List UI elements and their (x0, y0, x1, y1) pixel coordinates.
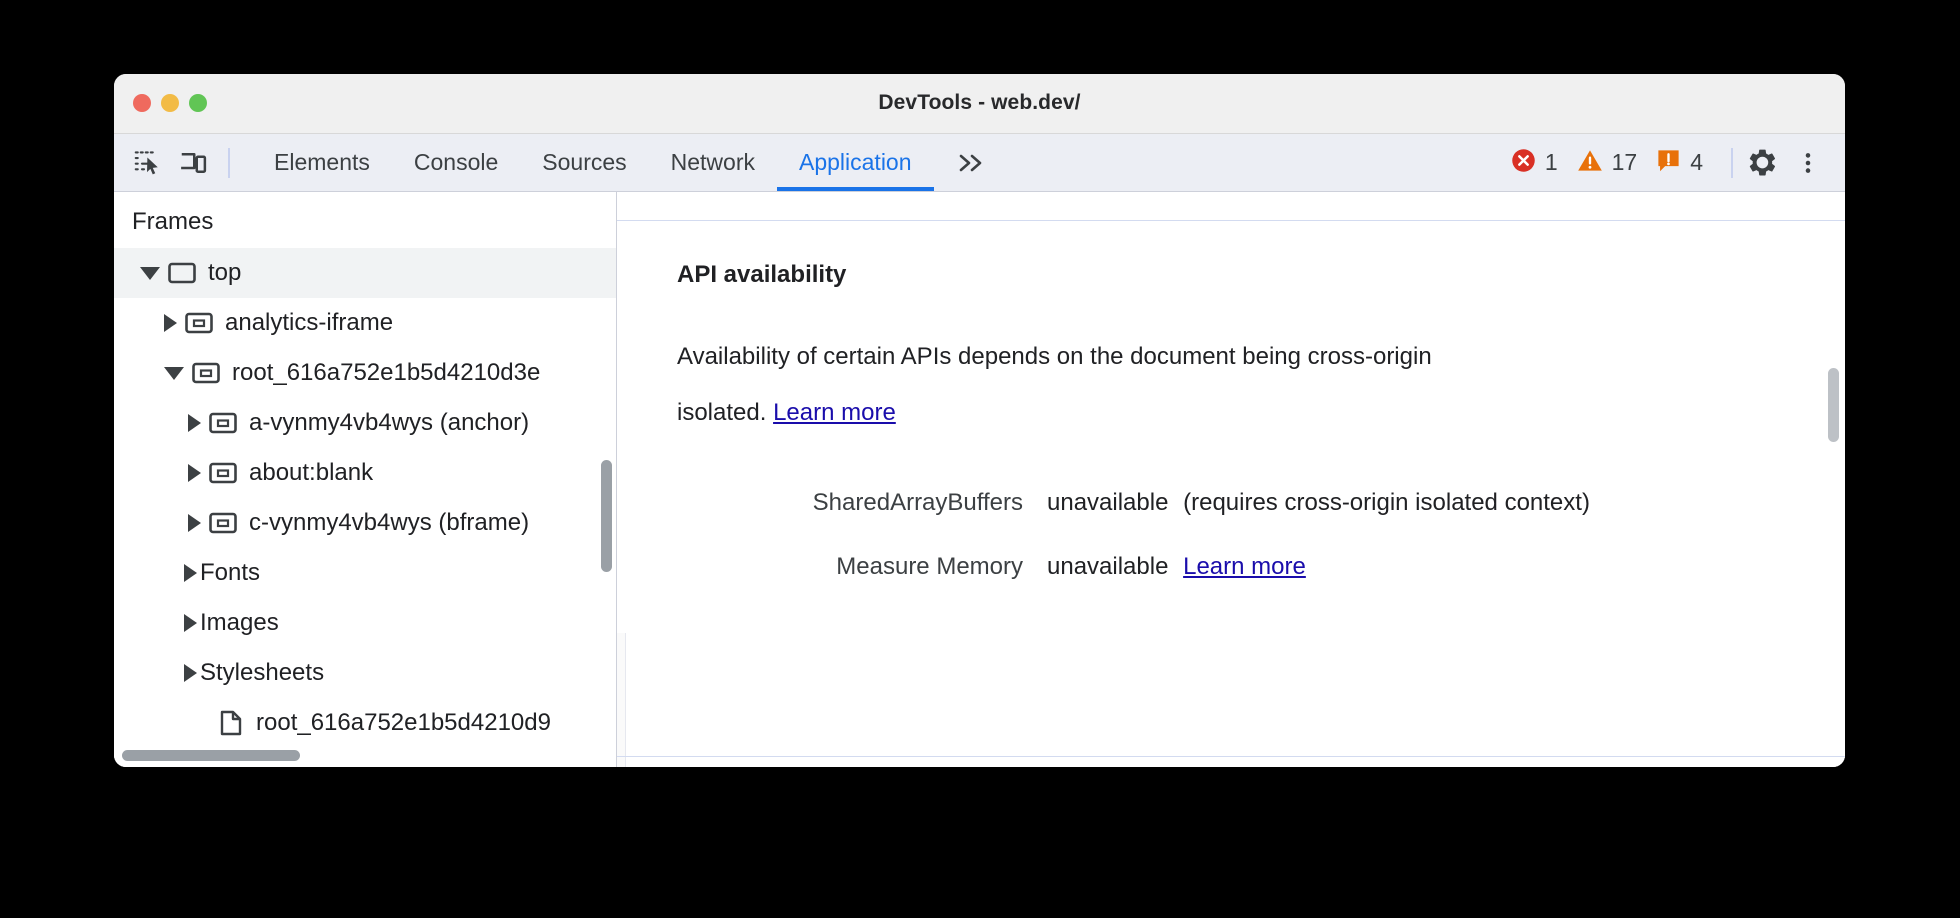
main-vertical-scrollbar[interactable] (1828, 368, 1839, 442)
chevron-right-icon[interactable] (188, 414, 201, 432)
chevron-right-icon[interactable] (164, 314, 177, 332)
tree-item-label: root_616a752e1b5d4210d9 (256, 709, 551, 736)
iframe-icon (209, 462, 237, 484)
tree-item-label: about:blank (249, 459, 374, 486)
tree-item-label: a-vynmy4vb4wys (anchor) (249, 409, 530, 436)
iframe-icon (192, 362, 220, 384)
application-report-panel: API availability Availability of certain… (617, 192, 1845, 767)
tree-item-c-vynmy4vb4wys[interactable]: c-vynmy4vb4wys (bframe) (114, 498, 616, 548)
row-key: SharedArrayBuffers (812, 489, 1023, 516)
device-toolbar-icon[interactable] (170, 141, 216, 185)
zoom-window-button[interactable] (189, 94, 207, 112)
row-measure-memory: Measure Memory unavailable Learn more (677, 539, 1789, 595)
paragraph-text: Availability of certain APIs depends on … (677, 343, 1432, 426)
row-key: Measure Memory (836, 553, 1023, 580)
toolbar-left-controls (114, 141, 242, 185)
more-vertical-icon[interactable] (1785, 141, 1831, 185)
close-window-button[interactable] (133, 94, 151, 112)
tree-item-label: Images (200, 609, 279, 636)
chevron-down-icon[interactable] (140, 266, 160, 280)
iframe-icon (209, 512, 237, 534)
tab-application[interactable]: Application (777, 134, 934, 191)
tab-sources[interactable]: Sources (542, 149, 627, 175)
iframe-icon (185, 312, 213, 334)
window-titlebar: DevTools - web.dev/ (114, 74, 1845, 134)
error-count: 1 (1544, 149, 1558, 175)
window-title: DevTools - web.dev/ (878, 91, 1081, 114)
tab-elements[interactable]: Elements (274, 149, 370, 175)
section-title: API availability (677, 261, 847, 288)
tab-network[interactable]: Network (670, 149, 755, 175)
warning-badge[interactable]: 17 (1576, 147, 1638, 179)
minimize-window-button[interactable] (161, 94, 179, 112)
tree-item-fonts[interactable]: Fonts (114, 548, 616, 598)
issue-icon (1655, 147, 1682, 179)
tree-item-a-vynmy4vb4wys[interactable]: a-vynmy4vb4wys (anchor) (114, 398, 616, 448)
row-value-group: unavailable (requires cross-origin isola… (1047, 475, 1647, 531)
chevron-down-icon[interactable] (164, 366, 184, 380)
api-availability-section: API availability Availability of certain… (617, 221, 1845, 633)
toolbar-divider-right (1731, 147, 1733, 178)
toolbar-right-controls: 1 17 (1510, 141, 1845, 185)
more-tabs-icon[interactable] (934, 134, 1008, 191)
tree-item-label: analytics-iframe (225, 309, 394, 336)
section-divider-top (617, 220, 1845, 221)
chevron-right-icon[interactable] (188, 514, 201, 532)
tree-item-label: root_616a752e1b5d4210d3e (232, 359, 541, 386)
section-divider-bottom (617, 756, 1845, 757)
warning-count: 17 (1611, 149, 1638, 175)
tree-item-images[interactable]: Images (114, 598, 616, 648)
sidebar-title: Frames (132, 208, 214, 235)
measure-memory-learn-more-link[interactable]: Learn more (1183, 553, 1306, 580)
toolbar-divider (228, 147, 230, 178)
section-paragraph: Availability of certain APIs depends on … (677, 329, 1477, 441)
devtools-body: Frames top analytics-ifr (114, 192, 1845, 767)
tree-item-label: Stylesheets (200, 659, 325, 686)
devtools-window: DevTools - web.dev/ (114, 74, 1845, 767)
error-icon (1510, 147, 1537, 179)
tree-item-stylesheets[interactable]: Stylesheets (114, 648, 616, 698)
chevron-right-icon[interactable] (184, 564, 197, 582)
chevron-right-icon[interactable] (184, 664, 197, 682)
tree-item-root-document[interactable]: root_616a752e1b5d4210d9 (114, 698, 616, 748)
chevron-right-icon[interactable] (188, 464, 201, 482)
row-value: unavailable (1047, 553, 1169, 580)
row-shared-array-buffers: SharedArrayBuffers unavailable (requires… (677, 475, 1789, 531)
row-value-group: unavailable Learn more (1047, 539, 1789, 595)
devtools-toolbar: Elements Console Sources Network Applica… (114, 134, 1845, 192)
tree-item-label: c-vynmy4vb4wys (bframe) (249, 509, 530, 536)
sidebar-vertical-scrollbar[interactable] (601, 460, 612, 572)
traffic-lights (133, 94, 207, 112)
gear-icon[interactable] (1739, 141, 1785, 185)
learn-more-link[interactable]: Learn more (773, 399, 896, 426)
tab-console[interactable]: Console (413, 149, 499, 175)
document-icon (218, 710, 244, 736)
row-note: (requires cross-origin isolated context) (1183, 489, 1590, 516)
frame-icon (168, 262, 196, 284)
tree-item-label: Fonts (200, 559, 261, 586)
issue-count: 4 (1690, 149, 1703, 175)
error-badge[interactable]: 1 (1510, 147, 1558, 179)
inspect-element-icon[interactable] (124, 141, 170, 185)
tree-item-about-blank[interactable]: about:blank (114, 448, 616, 498)
frames-sidebar: Frames top analytics-ifr (114, 192, 617, 767)
issue-badge[interactable]: 4 (1655, 147, 1703, 179)
report-scroll-content: API availability Availability of certain… (617, 192, 1845, 633)
tree-item-analytics-iframe[interactable]: analytics-iframe (114, 298, 616, 348)
sidebar-horizontal-scrollbar[interactable] (122, 750, 300, 761)
iframe-icon (209, 412, 237, 434)
tree-item-root-frame[interactable]: root_616a752e1b5d4210d3e (114, 348, 616, 398)
tree-item-label: top (208, 259, 242, 286)
tree-item-top[interactable]: top (114, 248, 616, 298)
chevron-right-icon[interactable] (184, 614, 197, 632)
warning-icon (1576, 147, 1604, 179)
row-value: unavailable (1047, 489, 1169, 516)
panel-tabstrip: Elements Console Sources Network Applica… (252, 134, 1008, 191)
